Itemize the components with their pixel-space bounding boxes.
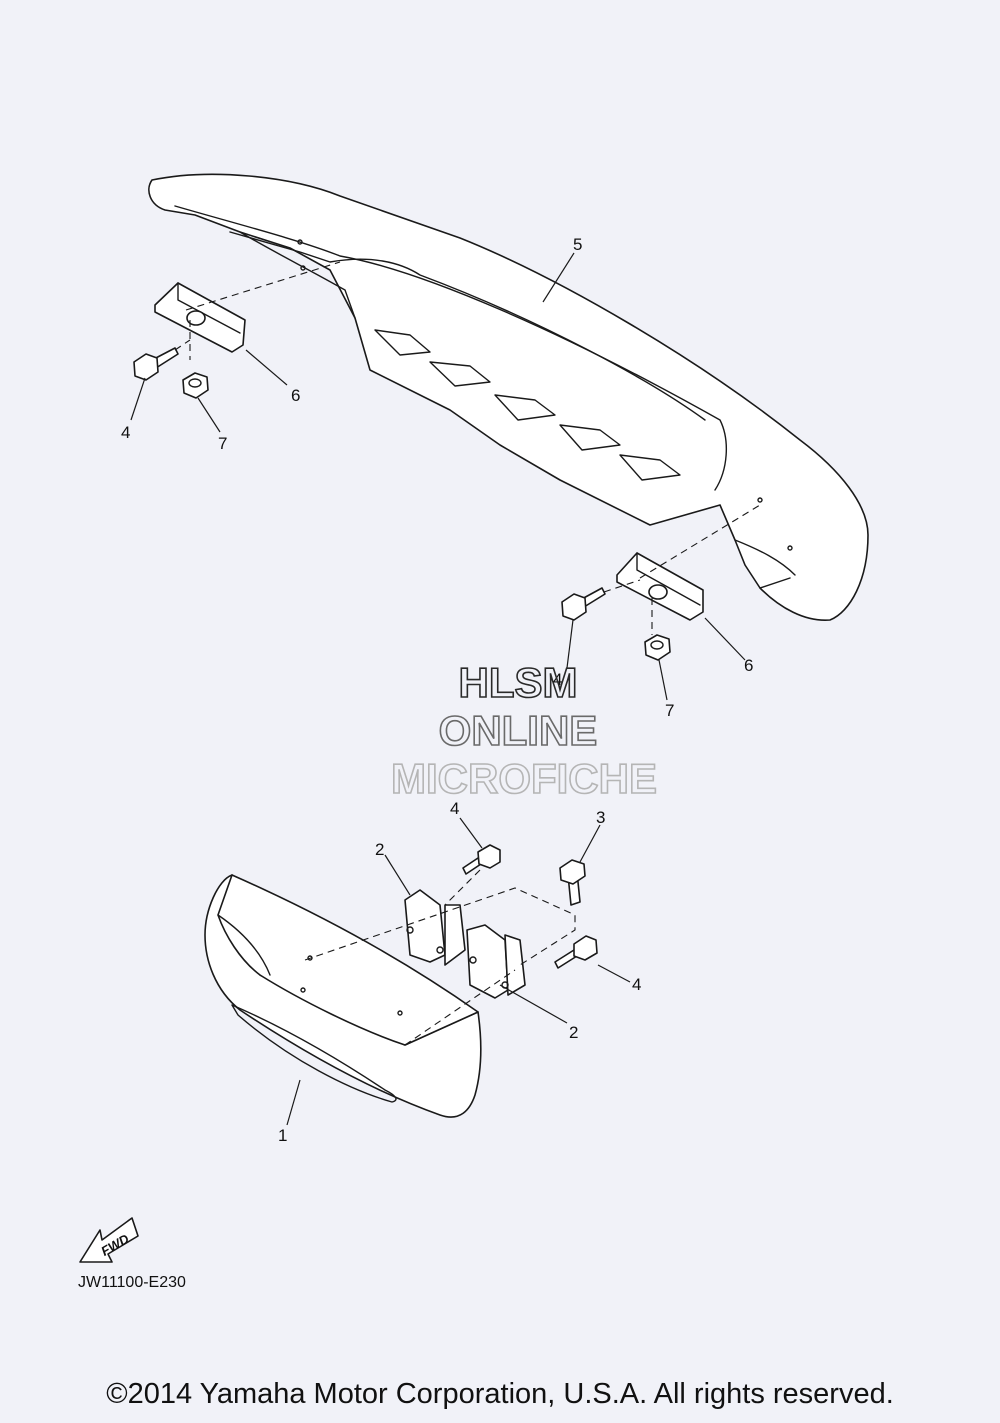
watermark-line-2: ONLINE bbox=[439, 707, 598, 754]
copyright-notice: ©2014 Yamaha Motor Corporation, U.S.A. A… bbox=[106, 1378, 894, 1410]
assembly-line bbox=[174, 261, 761, 635]
watermark-line-3: MICROFICHE bbox=[391, 755, 657, 802]
callout-2: 2 bbox=[569, 1023, 578, 1042]
guard-part-1 bbox=[204, 874, 482, 1118]
bolt-part-3 bbox=[559, 859, 586, 906]
callout-4: 4 bbox=[450, 799, 459, 818]
callout-3: 3 bbox=[596, 808, 605, 827]
bolt-part-4-upper bbox=[462, 844, 501, 875]
nut-part-7-left bbox=[182, 372, 209, 399]
callout-1: 1 bbox=[278, 1126, 287, 1145]
assembly-line-lower bbox=[304, 869, 576, 1046]
nut-part-7-right bbox=[644, 634, 671, 661]
bolt-part-4-right bbox=[561, 587, 606, 621]
callout-2: 2 bbox=[375, 840, 384, 859]
callout-7: 7 bbox=[665, 701, 674, 720]
watermark-line-1: HLSM bbox=[459, 659, 578, 706]
callout-4: 4 bbox=[632, 975, 641, 994]
callout-6: 6 bbox=[744, 656, 753, 675]
diagram-code: JW11100-E230 bbox=[78, 1274, 186, 1291]
bumper-part-5 bbox=[148, 173, 869, 621]
bolt-part-4-lower bbox=[554, 935, 598, 969]
bolt-part-4-left bbox=[133, 347, 179, 381]
callout-6: 6 bbox=[291, 386, 300, 405]
callout-labels: 5 6 4 7 4 6 7 4 3 2 4 2 1 bbox=[121, 235, 753, 1145]
callout-4: 4 bbox=[553, 670, 562, 689]
bracket-part-2-left bbox=[404, 889, 466, 966]
bracket-part-6-right bbox=[616, 552, 704, 621]
watermark: HLSM ONLINE MICROFICHE bbox=[390, 658, 658, 803]
callout-7: 7 bbox=[218, 434, 227, 453]
fwd-arrow-icon: FWD bbox=[79, 1217, 139, 1263]
bracket-part-6-left bbox=[154, 282, 246, 353]
callout-4: 4 bbox=[121, 423, 130, 442]
callout-5: 5 bbox=[573, 235, 582, 254]
bracket-part-2-right bbox=[466, 924, 526, 999]
leader-lines bbox=[130, 252, 746, 1126]
